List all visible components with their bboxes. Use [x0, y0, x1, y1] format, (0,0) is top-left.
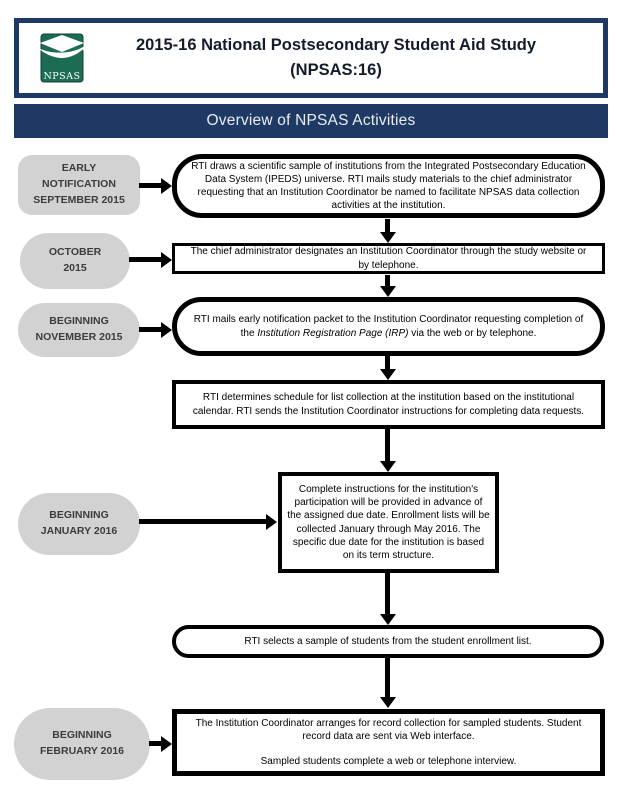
section-banner-title: Overview of NPSAS Activities	[206, 112, 416, 129]
step-text-paragraph-2: Sampled students complete a web or telep…	[260, 755, 517, 767]
arrow-step2-to-step3	[385, 275, 390, 287]
arrow-step1-to-step2	[385, 219, 390, 233]
step-text: Complete instructions for the institutio…	[287, 483, 490, 561]
step-box-enrollment-lists: Complete instructions for the institutio…	[278, 472, 499, 573]
timeline-label-text: BEGINNING FEBRUARY 2016	[39, 729, 125, 757]
step-box-designate-coordinator: The chief administrator designates an In…	[172, 243, 605, 274]
step-box-select-sample: RTI selects a sample of students from th…	[172, 625, 604, 658]
section-banner: Overview of NPSAS Activities	[14, 104, 608, 138]
page-title-line2: (NPSAS:16)	[290, 61, 382, 79]
step-text: The chief administrator designates an In…	[190, 246, 587, 271]
step-box-sample-institutions: RTI draws a scientific sample of institu…	[172, 154, 605, 218]
step-text: The Institution Coordinator arranges for…	[183, 717, 594, 768]
step-text-pre: RTI mails early notification packet to t…	[193, 314, 584, 339]
step-box-early-packet: RTI mails early notification packet to t…	[172, 297, 605, 356]
timeline-label-january-2016: BEGINNING JANUARY 2016	[18, 493, 140, 555]
page-title-line1: 2015-16 National Postsecondary Student A…	[135, 36, 537, 55]
timeline-label-november-2015: BEGINNING NOVEMBER 2015	[18, 303, 140, 357]
npsas-logo-icon: NPSAS	[37, 33, 87, 83]
arrow-step4-to-step5	[385, 429, 390, 462]
step-text-paragraph-1: The Institution Coordinator arranges for…	[195, 718, 582, 743]
arrow-step3-to-step4	[385, 356, 390, 370]
arrow-february-to-step7	[149, 741, 162, 746]
arrow-september-to-step1	[139, 183, 162, 188]
step-text: RTI determines schedule for list collect…	[192, 392, 585, 417]
arrow-january-to-step5	[139, 519, 267, 524]
arrow-october-to-step2	[129, 257, 162, 262]
arrow-november-to-step3	[139, 327, 162, 332]
page-title: 2015-16 National Postsecondary Student A…	[83, 23, 589, 93]
timeline-label-text: OCTOBER 2015	[48, 246, 102, 274]
timeline-label-text: BEGINNING NOVEMBER 2015	[35, 315, 123, 343]
header: NPSAS 2015-16 National Postsecondary Stu…	[14, 18, 608, 98]
timeline-label-september-2015: EARLY NOTIFICATION SEPTEMBER 2015	[18, 155, 140, 215]
step-text-post: via the web or by telephone.	[408, 327, 537, 339]
timeline-label-october-2015: OCTOBER 2015	[20, 233, 130, 289]
step-box-determine-schedule: RTI determines schedule for list collect…	[172, 380, 605, 429]
arrow-step6-to-step7	[385, 658, 390, 698]
step-text: RTI draws a scientific sample of institu…	[191, 160, 586, 212]
step-text: RTI mails early notification packet to t…	[193, 313, 584, 339]
arrow-step5-to-step6	[385, 573, 390, 615]
logo-label: NPSAS	[43, 71, 80, 82]
step-box-record-collection: The Institution Coordinator arranges for…	[172, 709, 605, 776]
timeline-label-text: BEGINNING JANUARY 2016	[40, 509, 118, 537]
step-text-italic: Institution Registration Page (IRP)	[257, 327, 409, 339]
step-text: RTI selects a sample of students from th…	[244, 635, 532, 647]
timeline-label-text: EARLY NOTIFICATION SEPTEMBER 2015	[33, 162, 125, 206]
timeline-label-february-2016: BEGINNING FEBRUARY 2016	[14, 708, 150, 780]
